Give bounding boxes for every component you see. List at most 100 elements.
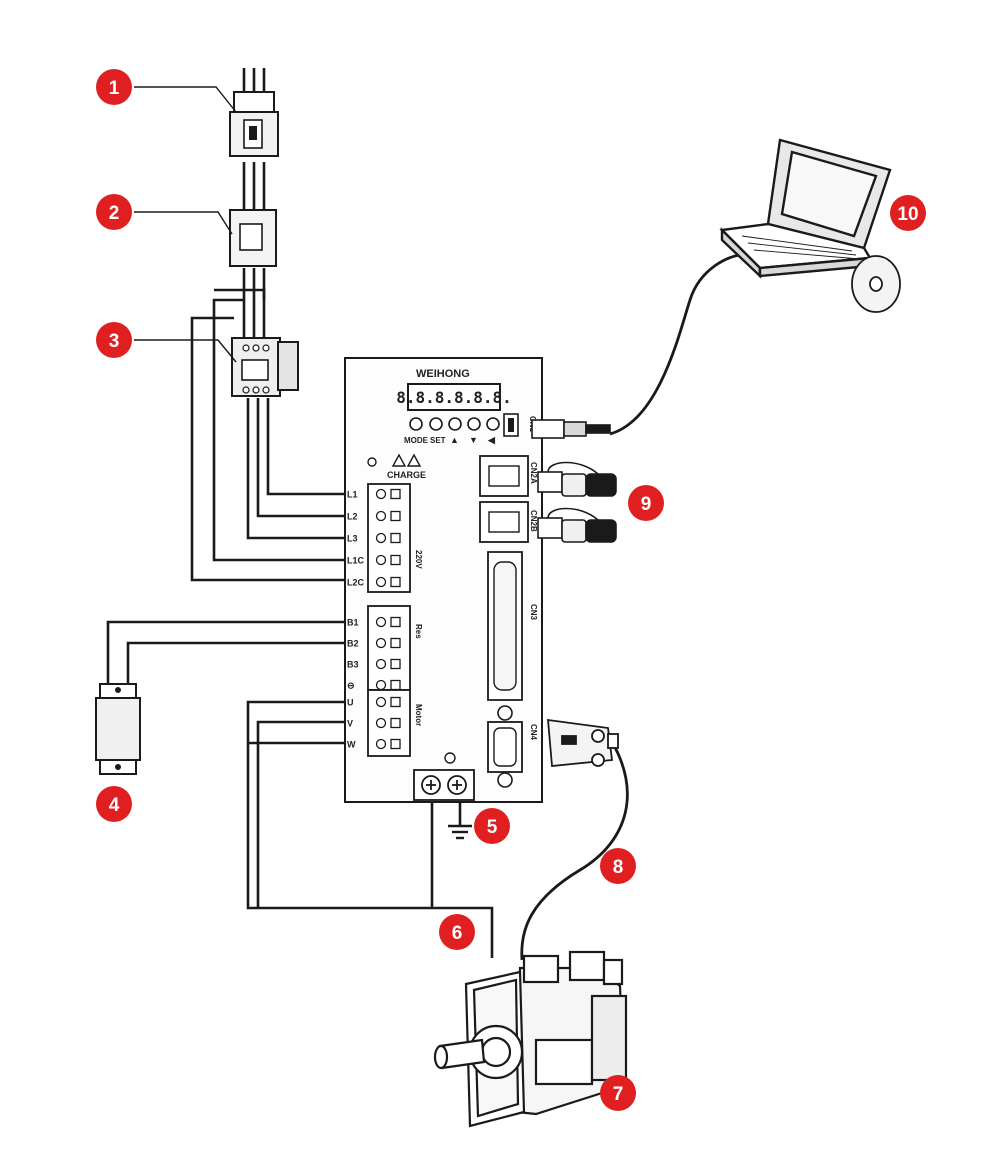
drive-display-window <box>407 383 501 411</box>
callout-10: 10 <box>890 195 926 231</box>
callout-number: 9 <box>641 494 652 515</box>
regenerative-resistor <box>95 683 141 775</box>
motor-terminal-label: U <box>347 698 354 708</box>
callout-number: 8 <box>613 857 624 878</box>
servo-drive: WEIHONG 8.8.8.8.8.8. MODE SET ▲ ▼ ◀ CHAR… <box>344 357 543 803</box>
charge-warning-icon <box>367 453 422 467</box>
regen-terminal-label: B2 <box>347 639 359 649</box>
callout-circle <box>96 322 132 358</box>
motor-label: Motor <box>414 704 423 726</box>
callout-number: 10 <box>897 204 918 225</box>
ground-screws <box>421 775 467 795</box>
callout-number: 4 <box>109 795 120 816</box>
motor-terminal-block <box>367 689 411 757</box>
power-terminal-screw <box>375 576 387 588</box>
motor-terminal-screws <box>375 696 401 750</box>
regen-terminal-label: B1 <box>347 618 359 628</box>
power-terminal-screw <box>375 488 387 500</box>
callout-2: 2 <box>96 194 132 230</box>
power-terminal-label: L2 <box>347 512 358 522</box>
power-terminal-slot <box>390 576 401 588</box>
power-supply-wires <box>106 68 494 958</box>
callout-circle <box>600 1075 636 1111</box>
cn4-db9-plug <box>547 718 619 767</box>
regen-terminal-slot <box>390 679 401 691</box>
key-left: ◀ <box>487 435 496 445</box>
power-terminal-slot <box>390 532 401 544</box>
voltage-label: 220V <box>414 550 423 569</box>
ground-symbol <box>448 824 472 840</box>
regen-terminal-slot <box>390 637 401 649</box>
power-terminal-slot <box>390 488 401 500</box>
callout-circle <box>628 485 664 521</box>
drive-display: 8.8.8.8.8.8. <box>396 388 512 407</box>
regen-terminal-screw <box>375 658 387 670</box>
callout-1: 1 <box>96 69 132 105</box>
motor-terminal-label: W <box>347 740 356 750</box>
encoder-connectors <box>537 461 617 543</box>
laptop-pc <box>719 138 892 279</box>
callout-circle <box>96 194 132 230</box>
regen-terminal-screw <box>375 637 387 649</box>
motor-terminal-screw <box>375 717 387 729</box>
callout-number: 3 <box>109 331 120 352</box>
callout-7: 7 <box>600 1075 636 1111</box>
callout-circle <box>439 914 475 950</box>
callout-3: 3 <box>96 322 132 358</box>
callout-9: 9 <box>628 485 664 521</box>
callout-circle <box>96 69 132 105</box>
port-label-cn2b: CN2B <box>529 510 538 532</box>
motor-terminal-label: V <box>347 719 353 729</box>
callout-number: 1 <box>109 78 120 99</box>
callout-circle <box>600 848 636 884</box>
callout-circle <box>96 786 132 822</box>
key-down: ▼ <box>469 435 478 445</box>
servo-motor <box>433 950 628 1128</box>
motor-terminal-screw <box>375 696 387 708</box>
power-terminal-label: L1 <box>347 490 358 500</box>
magnetic-contactor <box>231 337 299 397</box>
regen-terminal-screw <box>375 679 387 691</box>
power-terminal-screw <box>375 532 387 544</box>
communication-cables <box>520 253 743 961</box>
motor-terminal-screw <box>375 738 387 750</box>
regen-terminal-slot <box>390 658 401 670</box>
power-terminal-block <box>367 483 411 593</box>
callout-number: 7 <box>613 1084 624 1105</box>
regen-terminal-label: B3 <box>347 660 359 670</box>
key-mode: MODE <box>404 436 429 445</box>
ground-mark-icon <box>444 752 456 764</box>
regen-label: Res <box>414 624 423 639</box>
software-cd-icon <box>851 255 901 313</box>
key-up: ▲ <box>450 435 459 445</box>
charge-label: CHARGE <box>387 470 426 480</box>
key-set: SET <box>430 436 446 445</box>
cn1-usb-plug <box>531 419 611 439</box>
regen-terminal-block <box>367 605 411 691</box>
drive-keypad <box>409 417 500 431</box>
circuit-breaker <box>229 91 279 157</box>
motor-terminal-slot <box>390 717 401 729</box>
callout-number: 5 <box>487 817 498 838</box>
motor-terminal-slot <box>390 696 401 708</box>
power-terminal-screw <box>375 554 387 566</box>
regen-terminal-slot <box>390 616 401 628</box>
power-terminal-label: L3 <box>347 534 358 544</box>
power-terminal-screw <box>375 510 387 522</box>
power-terminal-slot <box>390 554 401 566</box>
callout-4: 4 <box>96 786 132 822</box>
callout-8: 8 <box>600 848 636 884</box>
callout-5: 5 <box>474 808 510 844</box>
power-terminal-label: L2C <box>347 578 365 588</box>
callout-circle <box>474 808 510 844</box>
power-terminal-slot <box>390 510 401 522</box>
port-label-cn4: CN4 <box>529 724 538 741</box>
port-label-cn2a: CN2A <box>529 462 538 484</box>
power-terminal-screws <box>375 488 401 588</box>
regen-terminal-screw <box>375 616 387 628</box>
drive-brand: WEIHONG <box>416 368 470 380</box>
motor-terminal-slot <box>390 738 401 750</box>
